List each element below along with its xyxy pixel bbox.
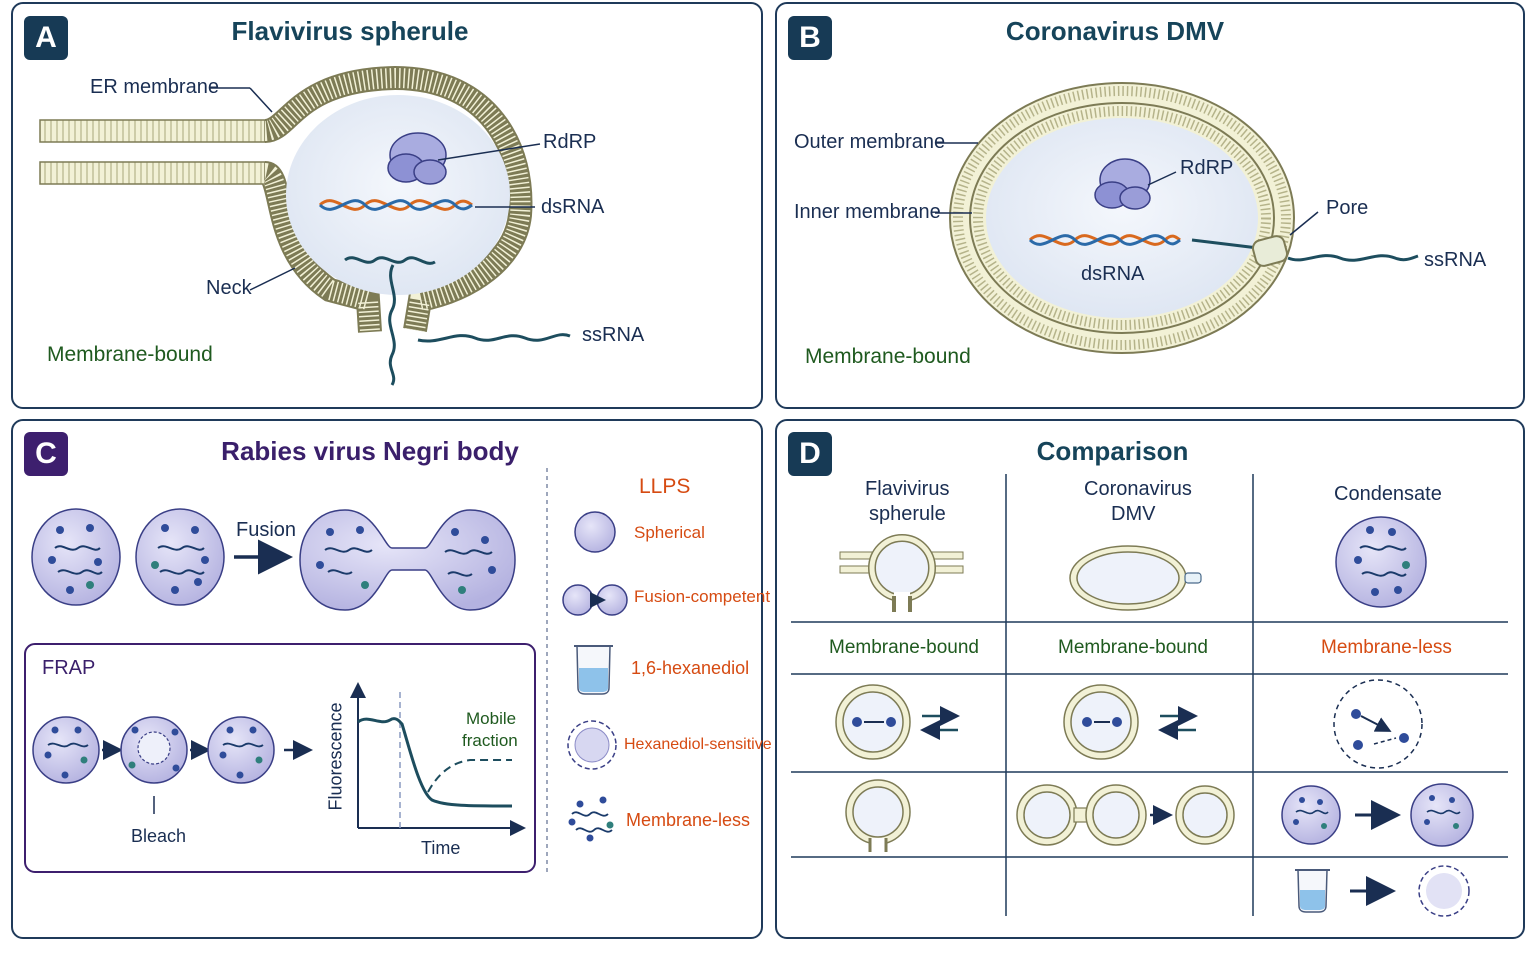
rdrp-label-b: RdRP — [1180, 157, 1234, 179]
frap-title: FRAP — [42, 657, 96, 679]
spherule-lumen — [286, 95, 510, 295]
membrane-bound-label-a: Membrane-bound — [47, 343, 213, 366]
bleach-label: Bleach — [131, 826, 187, 846]
mini-dmv-icon — [1069, 545, 1202, 611]
neck-label: Neck — [206, 277, 252, 299]
llps-item-hexanediol: 1,6-hexanediol — [631, 658, 750, 678]
panel-b-badge: B — [788, 16, 832, 60]
fusion-competent-icon — [562, 584, 628, 616]
panel-d-badge: D — [788, 432, 832, 476]
frap-droplet-recovered — [207, 716, 275, 784]
ssrna-label-a: ssRNA — [582, 324, 645, 346]
ssrna-label-b: ssRNA — [1424, 249, 1487, 271]
panel-a-badge: A — [24, 16, 68, 60]
row-type-coronavirus: Membrane-bound — [1058, 637, 1208, 658]
panel-d — [775, 419, 1525, 939]
droplet — [135, 508, 225, 606]
dsrna-icon — [318, 199, 473, 211]
column-coronavirus-line1: Coronavirus — [1084, 478, 1192, 500]
fusion-label: Fusion — [236, 519, 297, 541]
condensate-fusion-icon — [1281, 783, 1474, 847]
row-type-flavivirus: Membrane-bound — [829, 637, 979, 658]
er-membrane-label: ER membrane — [90, 76, 219, 98]
fluorescence-curve — [357, 717, 513, 808]
ssrna-icon — [1287, 254, 1419, 262]
mini-spherule-icon — [839, 534, 964, 614]
beaker-icon — [1295, 869, 1330, 913]
fused-droplet — [299, 509, 516, 611]
spherical-icon — [574, 511, 616, 553]
membrane-bound-label-b: Membrane-bound — [805, 345, 971, 368]
llps-item-hexanediol-sensitive: Hexanediol-sensitive — [624, 736, 772, 753]
membrane-less-icon — [568, 796, 614, 842]
dmv-fusion-icon — [1016, 784, 1235, 846]
column-flavivirus-line1: Flavivirus — [865, 478, 950, 500]
mobile-label: Mobile — [466, 709, 517, 728]
llps-item-fusion-competent: Fusion-competent — [634, 587, 771, 606]
frap-plot — [350, 682, 526, 836]
panel-b-title: Coronavirus DMV — [1005, 16, 1225, 46]
column-condensate: Condensate — [1334, 483, 1442, 505]
inner-membrane-label: Inner membrane — [794, 201, 941, 223]
dsrna-icon — [1028, 234, 1181, 246]
column-coronavirus-line2: DMV — [1111, 503, 1156, 525]
pore-icon — [1251, 235, 1289, 267]
panel-d-title: Comparison — [1036, 436, 1189, 466]
dsrna-label-a: dsRNA — [541, 196, 605, 218]
beaker-icon — [574, 645, 613, 695]
condensate-diffusion-icon — [1333, 679, 1423, 769]
dissolved-condensate-icon — [1418, 865, 1470, 917]
panel-c-badge: C — [24, 432, 68, 476]
spherule-neck-icon — [845, 779, 911, 854]
frap-droplet-before — [32, 716, 100, 784]
pore-label: Pore — [1326, 197, 1369, 219]
llps-item-spherical: Spherical — [634, 523, 705, 542]
frap-box — [24, 643, 536, 873]
llps-title: LLPS — [639, 475, 691, 498]
rdrp-icon — [1094, 158, 1151, 210]
ssrna-strand-exit — [388, 264, 396, 386]
dsrna-label-b: dsRNA — [1081, 263, 1145, 285]
rdrp-icon — [387, 132, 447, 185]
time-axis-label: Time — [421, 838, 461, 858]
column-flavivirus-line2: spherule — [869, 503, 946, 525]
llps-item-membrane-less: Membrane-less — [626, 810, 751, 830]
mobile-fraction-curve — [427, 759, 512, 793]
ssrna-tail — [417, 333, 571, 343]
row-type-condensate: Membrane-less — [1321, 637, 1452, 658]
outer-membrane-label: Outer membrane — [794, 131, 946, 153]
condensate-icon — [1335, 516, 1427, 608]
rdrp-label-a: RdRP — [543, 131, 597, 153]
spherule-exchange-icon — [835, 684, 960, 760]
droplet — [31, 508, 121, 606]
frap-droplet-bleached — [120, 716, 188, 784]
dmv-lumen — [986, 118, 1258, 318]
panel-a-title: Flavivirus spherule — [231, 16, 469, 46]
hexanediol-sensitive-icon — [567, 720, 617, 770]
panel-c-title: Rabies virus Negri body — [221, 436, 519, 466]
er-membrane — [39, 65, 533, 333]
dmv-exchange-icon — [1063, 684, 1198, 760]
fraction-label: fraction — [462, 731, 518, 750]
ssrna-icon — [344, 256, 436, 265]
